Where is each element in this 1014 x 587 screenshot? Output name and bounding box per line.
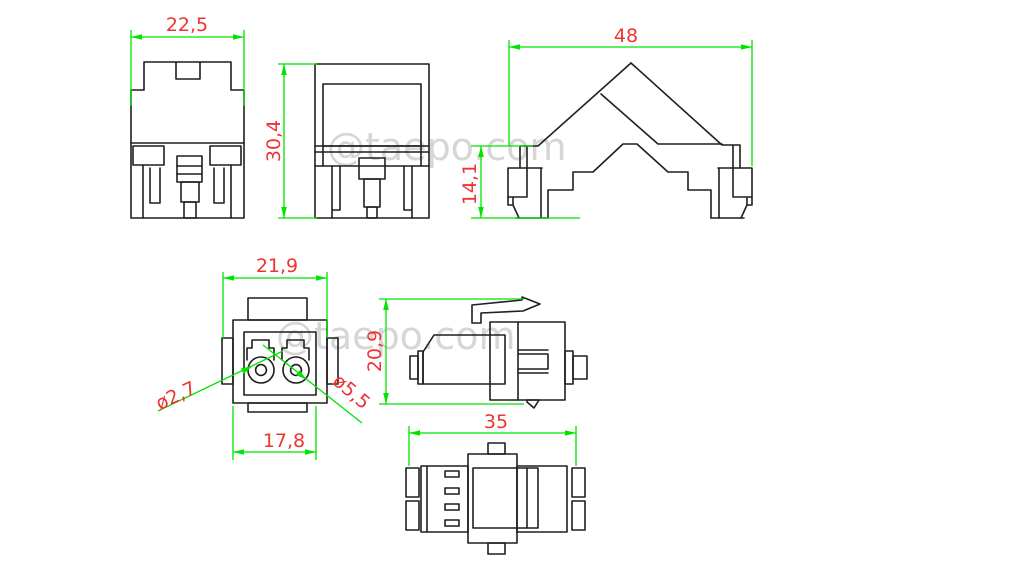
dimension-label-jack-length: 35 bbox=[484, 411, 508, 433]
jack-side-view bbox=[409, 296, 588, 409]
front-view bbox=[130, 61, 245, 219]
right-port-circle bbox=[282, 356, 310, 384]
watermark-text-top: @taepo.com bbox=[327, 125, 567, 169]
coupler-front-view bbox=[221, 297, 339, 413]
dimension-label-open-width: 48 bbox=[614, 25, 638, 47]
rear-view bbox=[314, 63, 430, 219]
open-cover-side-view bbox=[507, 62, 753, 219]
dimension-coupler-inner-width: 17,8 bbox=[232, 406, 317, 460]
dimension-label-coupler-width: 21,9 bbox=[256, 255, 298, 277]
dimension-label-port-diameter: ø5,5 bbox=[328, 370, 374, 414]
left-ferrule-bore bbox=[254, 363, 268, 377]
dimension-open-height: 14,1 bbox=[459, 145, 580, 219]
dimension-label-jack-height: 20,9 bbox=[364, 330, 386, 372]
dimension-label-front-width: 22,5 bbox=[166, 14, 208, 36]
jack-top-view bbox=[405, 442, 586, 555]
dimension-jack-height: 20,9 bbox=[364, 298, 524, 405]
right-ferrule-bore bbox=[289, 363, 303, 377]
dimension-jack-length: 35 bbox=[408, 411, 577, 466]
dimension-front-width: 22,5 bbox=[130, 14, 245, 106]
dimension-front-height: 30,4 bbox=[263, 63, 317, 219]
dimension-label-open-height: 14,1 bbox=[459, 163, 481, 205]
dimension-label-ferrule-bore: ø2,7 bbox=[152, 377, 199, 415]
dimension-coupler-width: 21,9 bbox=[222, 255, 328, 338]
dimension-label-coupler-inner-width: 17,8 bbox=[263, 430, 305, 452]
dimension-open-width: 48 bbox=[508, 25, 753, 166]
dimension-label-front-height: 30,4 bbox=[263, 120, 285, 162]
